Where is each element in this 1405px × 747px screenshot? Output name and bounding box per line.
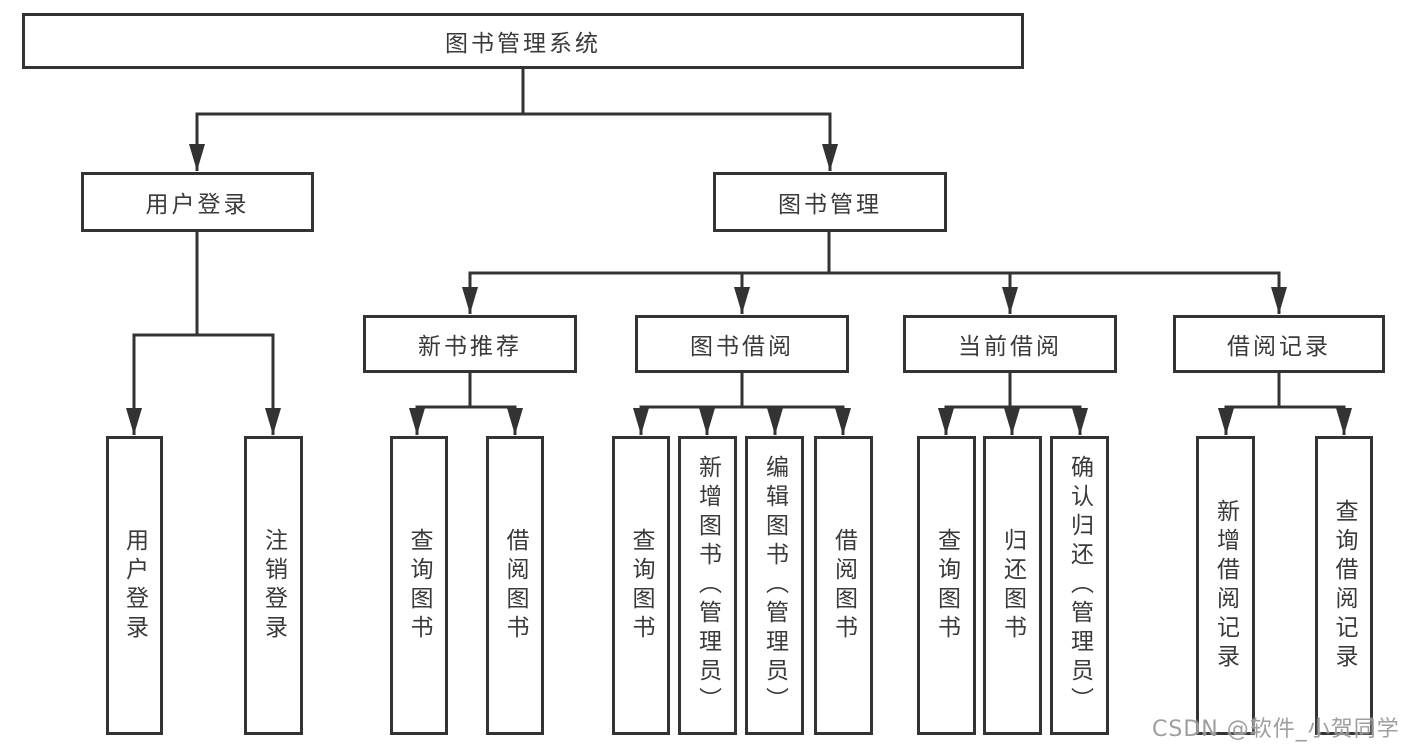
leaf-query-borrow-record: 查询借阅记录 [1315,436,1373,735]
node-current-borrow: 当前借阅 [903,315,1117,373]
leaf-user-login: 用户登录 [106,436,163,735]
leaf-current-query-book: 查询图书 [917,436,976,735]
leaf-logout: 注销登录 [244,436,303,735]
node-book-management: 图书管理 [713,172,947,232]
leaf-add-borrow-record: 新增借阅记录 [1196,436,1255,735]
node-root: 图书管理系统 [22,13,1024,69]
node-user-login: 用户登录 [81,172,314,232]
node-new-book-recommend: 新书推荐 [363,315,577,373]
watermark-text: CSDN @软件_小贺同学 [1152,717,1400,742]
leaf-edit-book-admin: 编辑图书（管理员） [745,436,804,735]
leaf-confirm-return-admin: 确认归还（管理员） [1050,436,1109,735]
leaf-recommend-borrow-book: 借阅图书 [486,436,544,735]
node-book-borrow: 图书借阅 [635,315,849,373]
node-borrow-record: 借阅记录 [1173,315,1385,373]
leaf-add-book-admin: 新增图书（管理员） [678,436,737,735]
leaf-return-book: 归还图书 [983,436,1042,735]
leaf-borrow-query-book: 查询图书 [612,436,670,735]
leaf-borrow-book: 借阅图书 [814,436,873,735]
leaf-recommend-query-book: 查询图书 [390,436,448,735]
